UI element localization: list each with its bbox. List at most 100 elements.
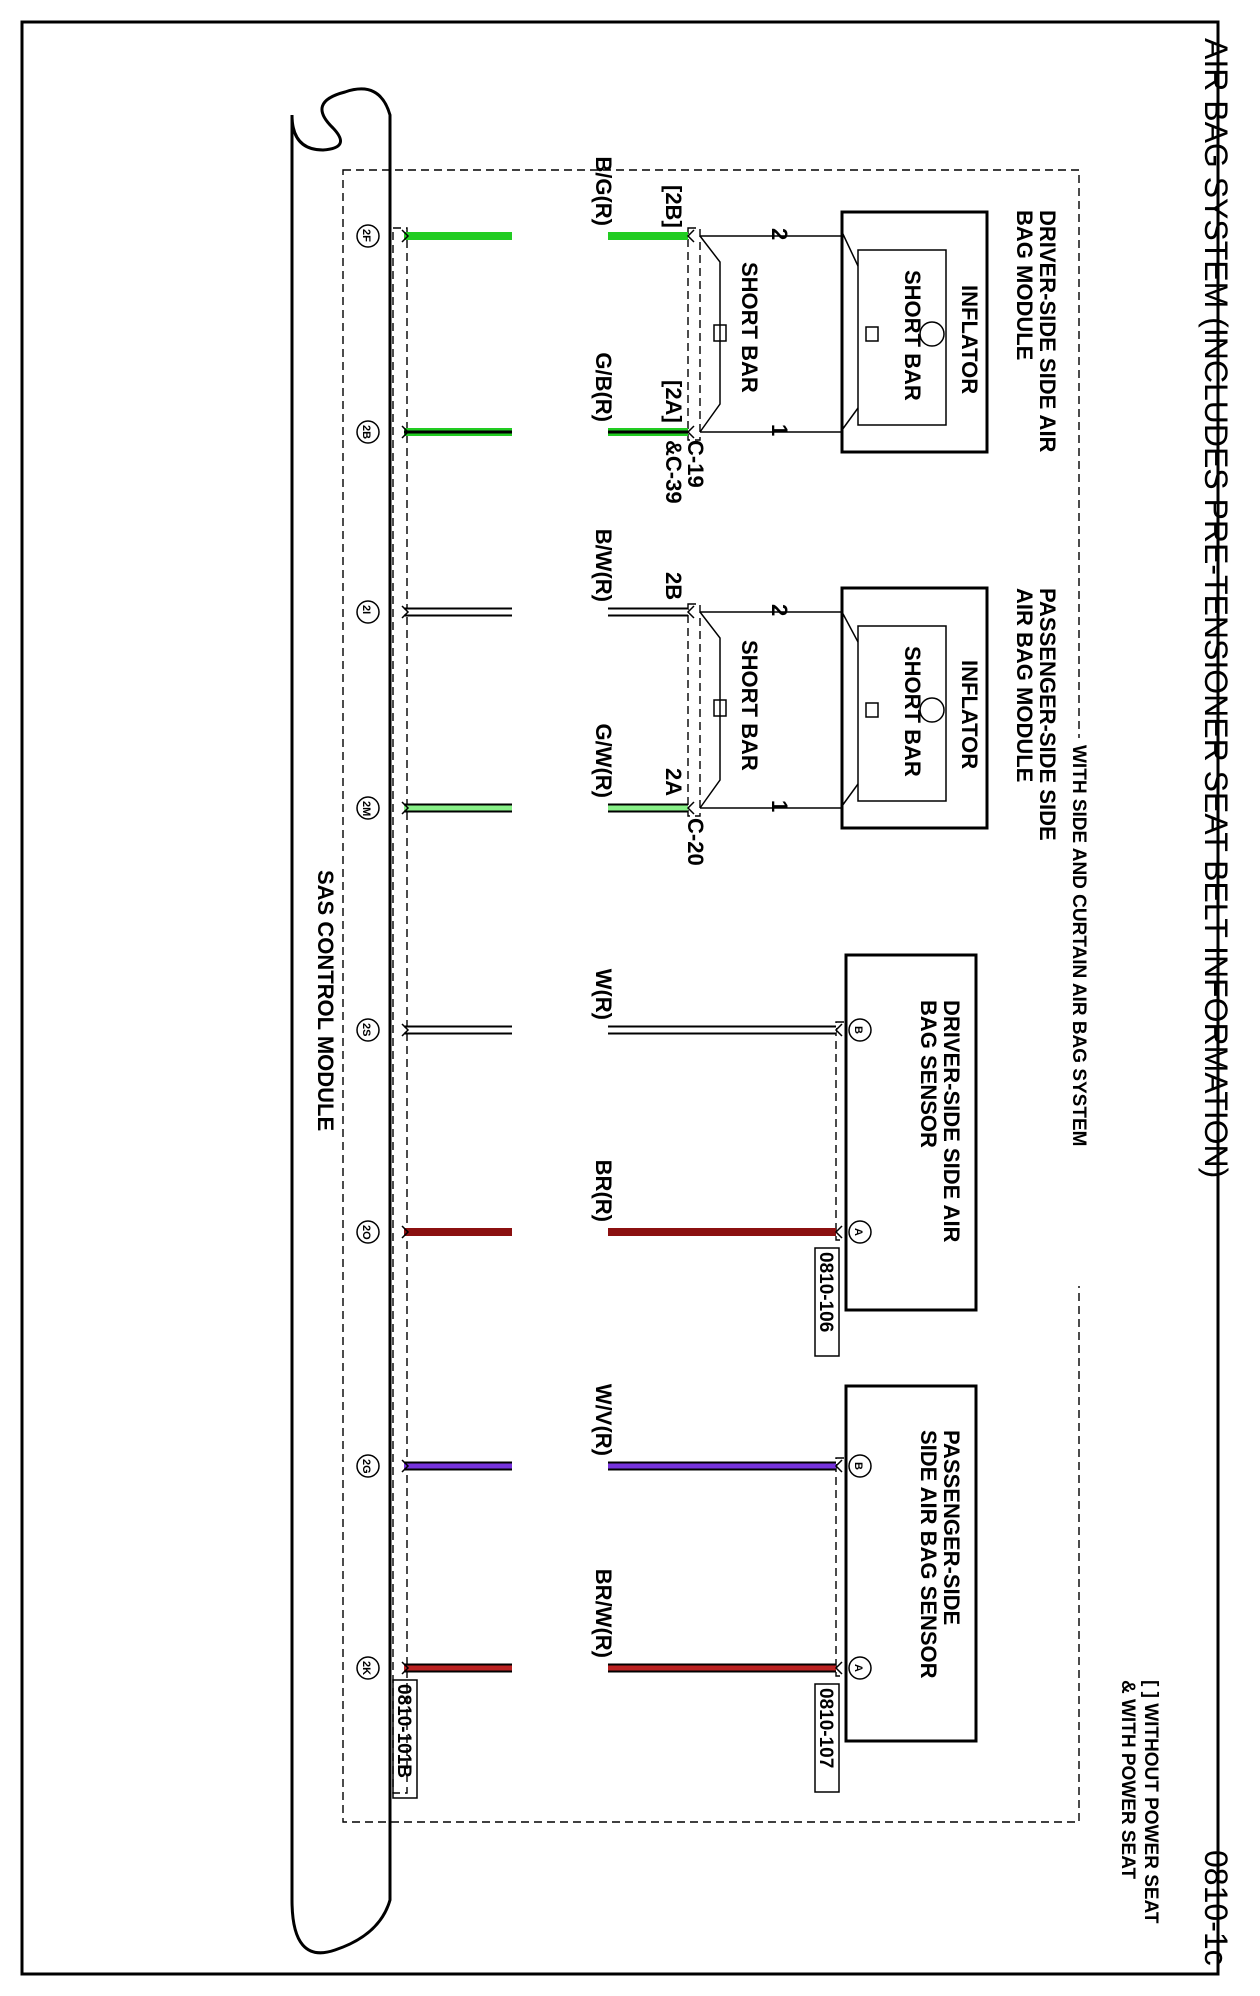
ecu-pin-label: 2B bbox=[360, 425, 372, 439]
ecu-pin-bubble bbox=[356, 600, 380, 624]
connector-chevron bbox=[401, 1225, 410, 1239]
passenger-module-name-1: PASSENGER-SIDE SIDE bbox=[1035, 588, 1060, 841]
page-frame bbox=[20, 20, 1220, 1976]
driver-module-name-1: DRIVER-SIDE SIDE AIR bbox=[1035, 210, 1060, 453]
wire-label-gap bbox=[512, 604, 608, 620]
driver-sensor-box bbox=[844, 953, 978, 1312]
passenger-side-airbag-sensor: PASSENGER-SIDE SIDE AIR BAG SENSOR B A 0… bbox=[814, 1384, 978, 1793]
ecu-pin-bubble bbox=[356, 224, 380, 248]
control-module-label: SAS CONTROL MODULE bbox=[313, 870, 338, 1131]
wire-label-gap bbox=[512, 1660, 608, 1676]
wire-color-label: B/G(R) bbox=[591, 156, 616, 226]
wire-color-label: B/W(R) bbox=[591, 529, 616, 602]
ecu-pin-label: 2G bbox=[360, 1459, 372, 1474]
driver-side-airbag-sensor: DRIVER-SIDE SIDE AIR BAG SENSOR B A 0810… bbox=[814, 953, 978, 1357]
wire-label-gap bbox=[512, 1224, 608, 1240]
connector-chevron bbox=[834, 1225, 843, 1239]
ecu-pin-label: 2M bbox=[360, 801, 372, 816]
wire-b-w-r-: B/W(R) 2I bbox=[356, 529, 695, 624]
wire-b-g-r-: B/G(R) 2F bbox=[356, 156, 695, 248]
driver-inflator-label: INFLATOR bbox=[957, 285, 982, 394]
ecu-pin-label: 2I bbox=[360, 605, 372, 614]
passenger-pin-2: 2 bbox=[767, 604, 792, 616]
passenger-connector-c20: C-20 bbox=[683, 818, 708, 866]
wire-label-gap bbox=[512, 1022, 608, 1038]
connector-chevron bbox=[401, 229, 410, 243]
ecu-pin-bubble bbox=[356, 1220, 380, 1244]
connector-chevron bbox=[401, 1661, 410, 1675]
passenger-side-airbag-module: PASSENGER-SIDE SIDE AIR BAG MODULE INFLA… bbox=[661, 572, 1060, 866]
connector-chevron bbox=[834, 1023, 843, 1037]
page-number: 0810-1c bbox=[1198, 1850, 1234, 1966]
driver-sensor-name-2: BAG SENSOR bbox=[916, 1000, 941, 1148]
wire-color-label: BR(R) bbox=[591, 1160, 616, 1222]
wire-color-label: W/V(R) bbox=[591, 1384, 616, 1456]
passenger-sensor-box bbox=[844, 1384, 978, 1743]
connector-chevron bbox=[686, 801, 695, 815]
passenger-sensor-name-1: PASSENGER-SIDE bbox=[939, 1430, 964, 1625]
connector-chevron bbox=[686, 425, 695, 439]
wire-br-w-r-: BR/W(R) 2K bbox=[356, 1569, 843, 1680]
connector-chevron bbox=[401, 425, 410, 439]
passenger-module-name-2: AIR BAG MODULE bbox=[1012, 588, 1037, 782]
sas-control-module: SAS CONTROL MODULE bbox=[290, 87, 392, 1955]
driver-connector-c39: &C-39 bbox=[661, 440, 686, 504]
footnote-without-power-seat: [ ] WITHOUT POWER SEAT bbox=[1140, 1680, 1161, 1924]
connector-chevron bbox=[401, 801, 410, 815]
passenger-pin-1: 1 bbox=[767, 800, 792, 812]
driver-short-bar-inner: SHORT BAR bbox=[900, 270, 925, 401]
ecu-pin-label: 2K bbox=[360, 1661, 372, 1675]
ecu-pin-bubble bbox=[356, 796, 380, 820]
ecu-pin-bubble bbox=[356, 1656, 380, 1680]
wire-label-gap bbox=[512, 1458, 608, 1474]
ecu-pin-label: 2S bbox=[360, 1023, 372, 1036]
ecu-pin-label: 2F bbox=[360, 229, 372, 242]
wire-w-v-r-: W/V(R) 2G bbox=[356, 1384, 843, 1478]
wire-w-r-: W(R) 2S bbox=[356, 969, 843, 1042]
passenger-sensor-pin-b: B bbox=[852, 1462, 864, 1470]
wire-g-w-r-: G/W(R) 2M bbox=[356, 723, 695, 820]
driver-module-name-2: BAG MODULE bbox=[1012, 210, 1037, 360]
driver-inflator-icon bbox=[919, 321, 945, 347]
connector-chevron bbox=[834, 1661, 843, 1675]
module-ref-box: 0810-101B bbox=[392, 1679, 418, 1799]
passenger-sensor-ref: 0810-107 bbox=[815, 1688, 836, 1768]
driver-sensor-pin-a: A bbox=[852, 1228, 864, 1236]
ecu-pin-bubble bbox=[356, 420, 380, 444]
passenger-inflator-icon bbox=[919, 697, 945, 723]
driver-short-bar-outer: SHORT BAR bbox=[737, 262, 762, 393]
driver-pin-1: 1 bbox=[767, 424, 792, 436]
driver-sensor-pin-b: B bbox=[852, 1026, 864, 1034]
wire-label-gap bbox=[512, 228, 608, 244]
driver-conn-pin-2a: [2A] bbox=[661, 380, 686, 423]
control-module-outline bbox=[290, 87, 392, 1955]
connector-chevron bbox=[686, 605, 695, 619]
passenger-sensor-pin-a: A bbox=[852, 1664, 864, 1672]
ecu-pin-bubble bbox=[356, 1018, 380, 1042]
driver-side-airbag-module: DRIVER-SIDE SIDE AIR BAG MODULE INFLATOR… bbox=[661, 185, 1060, 504]
driver-connector-c19: C-19 bbox=[683, 440, 708, 488]
wire-label-gap bbox=[512, 800, 608, 816]
passenger-conn-pin-2b: 2B bbox=[661, 572, 686, 600]
driver-sensor-ref: 0810-106 bbox=[815, 1252, 836, 1332]
wire-color-label: BR/W(R) bbox=[591, 1569, 616, 1658]
ecu-pin-bubble bbox=[356, 1454, 380, 1478]
wire-color-label: W(R) bbox=[591, 969, 616, 1020]
footnote-with-power-seat: & WITH POWER SEAT bbox=[1117, 1680, 1138, 1880]
passenger-short-bar-outer: SHORT BAR bbox=[737, 640, 762, 771]
passenger-sensor-name-2: SIDE AIR BAG SENSOR bbox=[916, 1430, 941, 1679]
passenger-short-bar-inner: SHORT BAR bbox=[900, 646, 925, 777]
diagram-title: AIR BAG SYSTEM (INCLUDES PRE-TENSIONER S… bbox=[1198, 38, 1234, 1178]
connector-chevron bbox=[686, 229, 695, 243]
driver-pin-2: 2 bbox=[767, 228, 792, 240]
passenger-inflator-label: INFLATOR bbox=[957, 660, 982, 769]
wire-label-gap bbox=[512, 424, 608, 440]
wires-layer: B/G(R) 2F G/B(R) 2B B/W(R) 2I G/W(R) 2M W(R) 2S BR… bbox=[356, 156, 843, 1680]
option-box-label: WITH SIDE AND CURTAIN AIR BAG SYSTEM bbox=[1068, 745, 1089, 1146]
passenger-conn-pin-2a: 2A bbox=[661, 768, 686, 796]
connector-chevron bbox=[401, 1459, 410, 1473]
wire-color-label: G/B(R) bbox=[591, 352, 616, 422]
ecu-pin-label: 2O bbox=[360, 1225, 372, 1240]
connector-chevron bbox=[834, 1459, 843, 1473]
wire-color-label: G/W(R) bbox=[591, 723, 616, 798]
